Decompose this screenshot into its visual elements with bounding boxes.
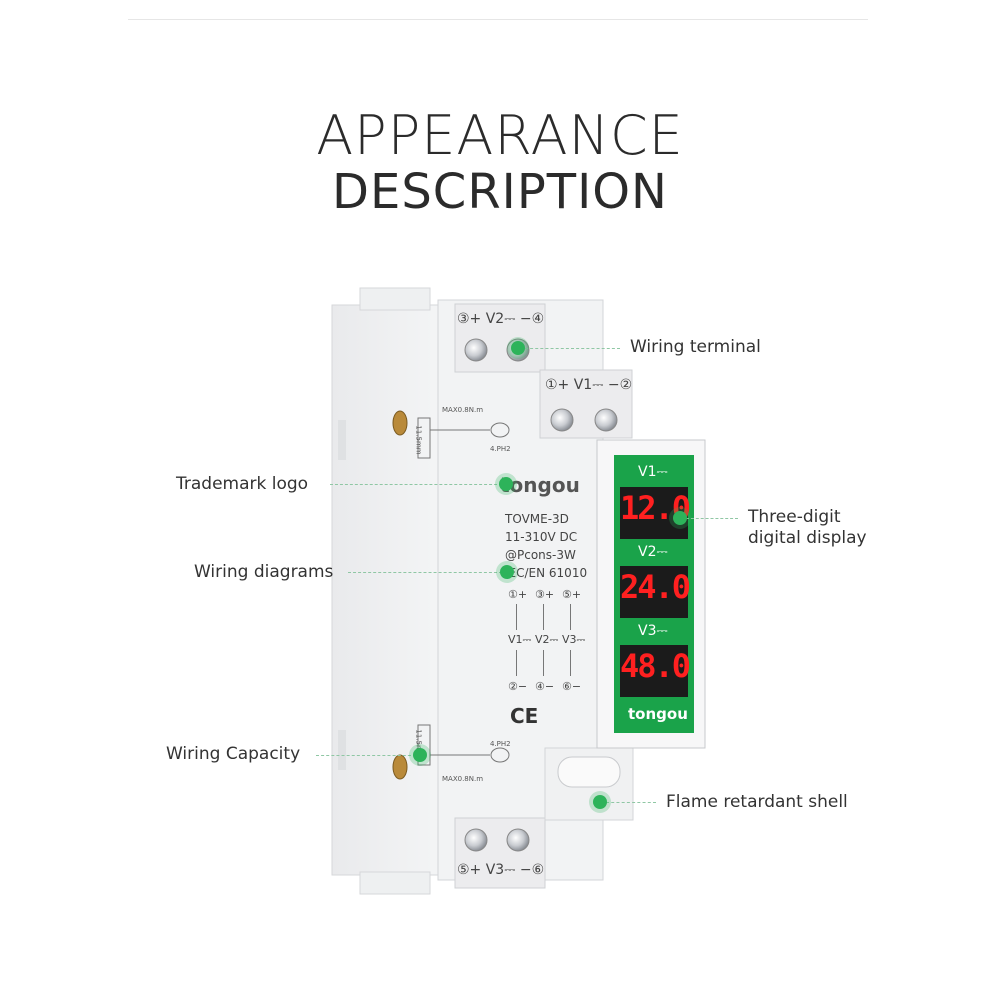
callout-line-shell: [606, 802, 656, 803]
display-label-v1: V1⎓: [638, 464, 668, 480]
diagram-name-v2: V2⎓: [535, 633, 559, 646]
diagram-plus-5: ⑤+: [562, 588, 582, 601]
callout-dot-capacity: [413, 748, 427, 762]
ce-mark: CE: [510, 704, 539, 728]
diagram-name-v3: V3⎓: [562, 633, 586, 646]
voltage-range-label: 11-310V DC: [505, 530, 578, 544]
torque-label-top: MAX0.8N.m: [442, 406, 484, 414]
diagram-minus-6: ⑥−: [562, 680, 582, 693]
display-reading-v3: 48.0: [620, 647, 691, 685]
driver-label-bottom: 4.PH2: [490, 740, 511, 748]
page-title-line1: APPEARANCE: [316, 104, 684, 167]
callout-wiring-terminal: Wiring terminal: [630, 337, 761, 357]
model-label: TOVME-3D: [505, 512, 569, 526]
callout-wiring-capacity: Wiring Capacity: [166, 744, 301, 764]
terminal-screw-5: [464, 828, 488, 852]
torque-label-bottom: MAX0.8N.m: [442, 775, 484, 783]
callout-line-capacity: [316, 755, 416, 756]
callout-trademark-logo: Trademark logo: [176, 474, 309, 494]
wiring-diagram: ①+ ③+ ⑤+ V1⎓ V2⎓ V3⎓ ②− ④− ⑥−: [508, 588, 588, 698]
brand-logo-face: tongou: [500, 473, 580, 497]
callout-dot-shell: [593, 795, 607, 809]
callout-line-diagrams: [348, 572, 502, 573]
diagram-plus-3: ③+: [535, 588, 555, 601]
terminal-screw-1: [550, 408, 574, 432]
callout-dot-wiring-terminal: [511, 341, 525, 355]
page-title-line2: DESCRIPTION: [332, 164, 668, 220]
callout-dot-trademark: [499, 477, 513, 491]
display-label-v3: V3⎓: [638, 623, 668, 639]
callout-flame-retardant-shell: Flame retardant shell: [666, 792, 848, 812]
callout-dot-diagrams: [500, 565, 514, 579]
callout-line-display: [686, 518, 738, 519]
terminal-label-bottom: ⑤+ V3⎓ −⑥: [457, 862, 545, 878]
standard-label: IEC/EN 61010: [505, 566, 588, 580]
display-label-v2: V2⎓: [638, 544, 668, 560]
callout-line-wiring-terminal: [525, 348, 620, 349]
display-reading-v2: 24.0: [620, 568, 691, 606]
callout-dot-display: [673, 511, 687, 525]
callout-wiring-diagrams: Wiring diagrams: [194, 562, 334, 582]
terminal-screw-2: [594, 408, 618, 432]
diagram-minus-4: ④−: [535, 680, 555, 693]
terminal-screw-3: [464, 338, 488, 362]
top-divider: [128, 19, 868, 20]
power-label: @Pcons-3W: [505, 548, 576, 562]
strip-length-top: 11.5mm: [414, 425, 423, 455]
display-brand-logo: tongou: [628, 705, 688, 723]
diagram-minus-2: ②−: [508, 680, 528, 693]
terminal-label-top-right: ①+ V1⎓ −②: [545, 377, 633, 393]
terminal-label-top-left: ③+ V2⎓ −④: [457, 311, 545, 327]
driver-label-top: 4.PH2: [490, 445, 511, 453]
callout-three-digit-line1: Three-digit: [748, 507, 841, 527]
callout-line-trademark: [330, 484, 502, 485]
diagram-plus-1: ①+: [508, 588, 528, 601]
callout-three-digit-line2: digital display: [748, 528, 867, 548]
terminal-screw-6: [506, 828, 530, 852]
diagram-name-v1: V1⎓: [508, 633, 532, 646]
